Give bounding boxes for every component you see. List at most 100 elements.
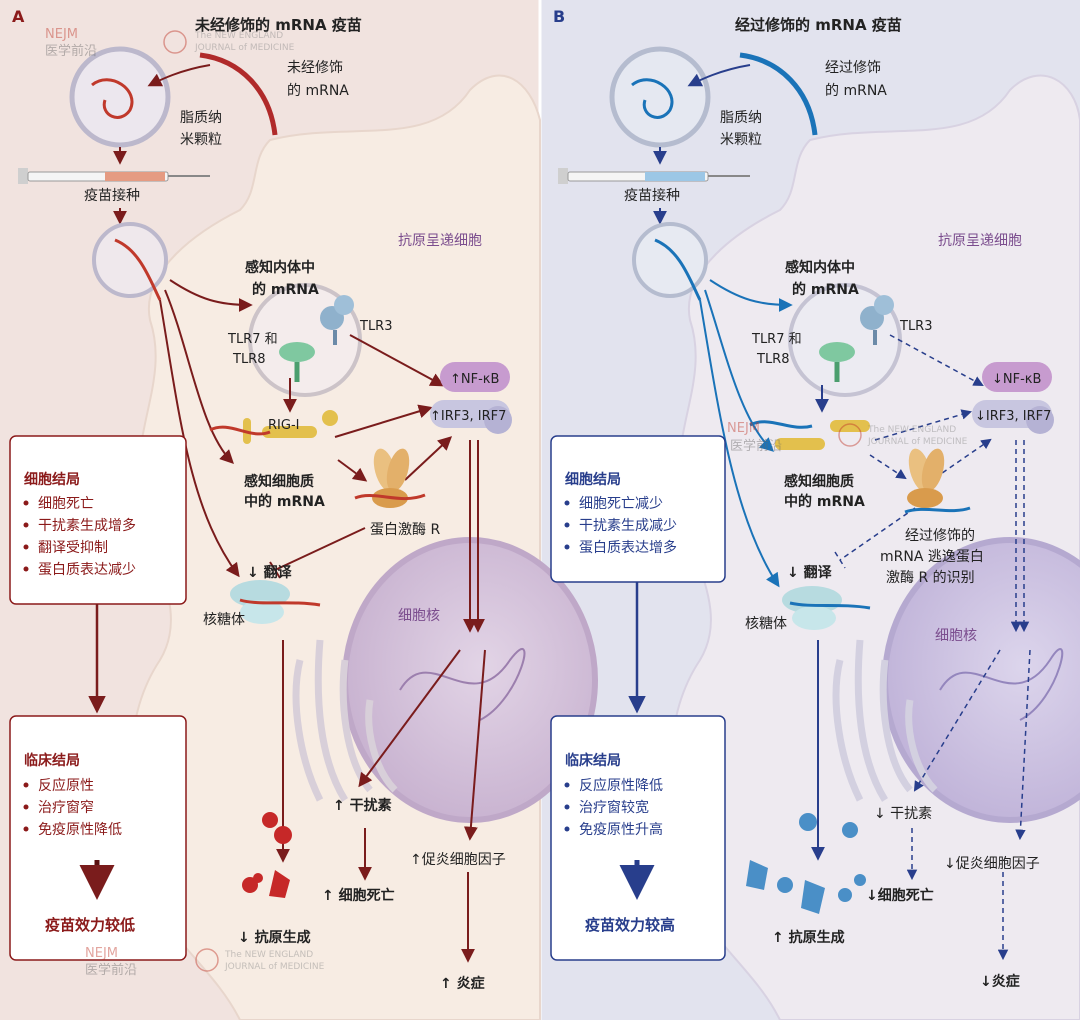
clinical-outcome-a-bullet	[23, 826, 29, 832]
nucleus-label-a: 细胞核	[398, 608, 440, 624]
cell-outcome-b-bullet	[564, 500, 570, 506]
clinical-outcome-box-a	[9, 715, 187, 961]
clinical-outcome-b-item: 免疫原性升高	[579, 821, 663, 838]
rigi-a	[243, 410, 338, 444]
clinical-outcome-a-item: 免疫原性降低	[38, 822, 122, 838]
inhibit-pkr-translation-a	[269, 527, 366, 579]
watermark-seal-icon-2	[838, 423, 862, 447]
watermark-line2-2: JOURNAL of MEDICINE	[867, 437, 968, 447]
arrow-cyto-to-pkr-b	[869, 454, 907, 480]
arrow-to-endosome-b	[709, 279, 793, 312]
clinical-outcome-box-b	[550, 715, 726, 961]
watermark-seal-icon-3	[195, 948, 219, 972]
mrna-strand-b	[739, 52, 818, 136]
mrna-strand-a	[199, 52, 278, 136]
cyto-label-a-2: 中的 mRNA	[244, 493, 325, 510]
watermark-line1-2: The NEW ENGLAND	[867, 425, 956, 435]
tlr78-label-a-2: TLR8	[232, 352, 266, 367]
dna-a	[399, 648, 526, 721]
cell-outcome-a-item: 翻译受抑制	[38, 540, 108, 556]
pkr-mrna-b	[904, 506, 971, 514]
cell-outcome-a-item: 干扰素生成增多	[38, 517, 136, 534]
watermark-line2-3: JOURNAL of MEDICINE	[224, 962, 325, 972]
panel-letter-a: A	[12, 7, 25, 26]
interferon-label-a: ↑ 干扰素	[333, 797, 392, 814]
watermark-cn-1: 医学前沿	[45, 43, 97, 59]
cell-outcome-title-b: 细胞结局	[565, 471, 621, 488]
arrow-mrna-to-lnp-a	[147, 64, 211, 87]
lnp-mrna-a	[91, 78, 134, 119]
entering-lnp-a	[92, 222, 168, 298]
clinical-outcome-title-b: 临床结局	[565, 752, 621, 769]
inhibit-pkr-translation-b	[834, 507, 916, 569]
arrow-mrna-to-lnp-b	[687, 64, 751, 87]
arrow-cyto-to-pkr-a	[337, 459, 368, 482]
endosome-label-a-1: 感知内体中	[245, 259, 315, 276]
pkr-label-a: 蛋白激酶 R	[370, 521, 440, 538]
inflammation-label-a: ↑ 炎症	[440, 975, 485, 992]
tlr3-a	[320, 295, 354, 345]
tlr78-label-b-1: TLR7 和	[751, 332, 802, 347]
lnp-b	[609, 46, 711, 148]
cell-outcome-a-bullet	[23, 544, 29, 550]
cell-outcome-a-item: 细胞死亡	[38, 496, 94, 512]
watermark-seal-icon-1	[163, 30, 187, 54]
cyto-label-b-2: 中的 mRNA	[784, 493, 865, 510]
tlr78-label-a-1: TLR7 和	[227, 332, 278, 347]
watermark-nejm-3: NEJM	[85, 946, 118, 961]
watermark-nejm-2: NEJM	[727, 421, 760, 436]
arrow-to-interferon-b	[913, 649, 1001, 792]
apc-label-b: 抗原呈递细胞	[938, 233, 1022, 249]
watermark-line2-1: JOURNAL of MEDICINE	[194, 43, 295, 53]
efficacy-label-a: 疫苗效力较低	[45, 916, 135, 934]
apc-label-a: 抗原呈递细胞	[398, 233, 482, 249]
nfkb-label-b: ↓NF-κB	[992, 372, 1041, 387]
antigen-a	[242, 812, 292, 898]
cell-outcome-b-bullet	[564, 544, 570, 550]
endosome-label-b-1: 感知内体中	[785, 259, 855, 276]
endosome-label-b-2: 的 mRNA	[792, 281, 859, 298]
arrow-to-cytokine-b	[1015, 649, 1031, 841]
cell-outcome-b-item: 细胞死亡减少	[579, 496, 663, 512]
cell-outcome-a-bullet	[23, 522, 29, 528]
cyto-label-b-1: 感知细胞质	[784, 473, 854, 490]
irf-label-a: ↑IRF3, IRF7	[430, 409, 506, 424]
tlr78-label-b-2: TLR8	[756, 352, 790, 367]
tlr3-b	[860, 295, 894, 345]
cell-outcome-a-item: 蛋白质表达减少	[38, 562, 136, 578]
cytokine-label-a: ↑促炎细胞因子	[410, 852, 506, 868]
watermark-nejm-1: NEJM	[45, 27, 78, 42]
arrow-to-cytoplasm-a	[164, 289, 234, 464]
vaccination-b: 疫苗接种	[624, 187, 680, 204]
tlr3-label-b: TLR3	[899, 319, 933, 334]
arrow-rigi-to-irf-b	[874, 409, 973, 441]
cyto-label-a-1: 感知细胞质	[244, 473, 314, 490]
ribosome-mrna-b	[789, 601, 871, 610]
lnp-mrna-b	[631, 78, 674, 119]
arrow-pkr-to-irf-a	[404, 436, 453, 481]
rigi-label-a: RIG-I	[268, 418, 299, 433]
nucleus-label-b: 细胞核	[935, 628, 977, 644]
antigen-b	[746, 813, 866, 914]
cell-outcome-b-item: 蛋白质表达增多	[579, 539, 677, 556]
cell-outcome-a-bullet	[23, 566, 29, 572]
pkr-b	[907, 448, 945, 508]
ribosome-mrna-a	[239, 598, 321, 607]
rigi-mrna-b	[749, 420, 813, 429]
efficacy-label-b: 疫苗效力较高	[585, 916, 675, 934]
entering-mrna-a	[114, 238, 162, 301]
rigi-mrna-a	[209, 425, 271, 436]
panel-letter-b: B	[553, 7, 565, 26]
arrow-to-endosome-a	[169, 279, 253, 312]
arrow-to-ribosome-b	[699, 299, 780, 588]
syringe-b	[558, 168, 750, 184]
tlr78-a	[279, 342, 315, 382]
cell-outcome-a-bullet	[23, 500, 29, 506]
nfkb-irf-a	[430, 362, 512, 434]
translation-label-a: ↓ 翻译	[247, 564, 293, 581]
syringe-a	[18, 168, 210, 184]
tlr78-b	[819, 342, 855, 382]
translation-label-b: ↓ 翻译	[787, 564, 833, 581]
